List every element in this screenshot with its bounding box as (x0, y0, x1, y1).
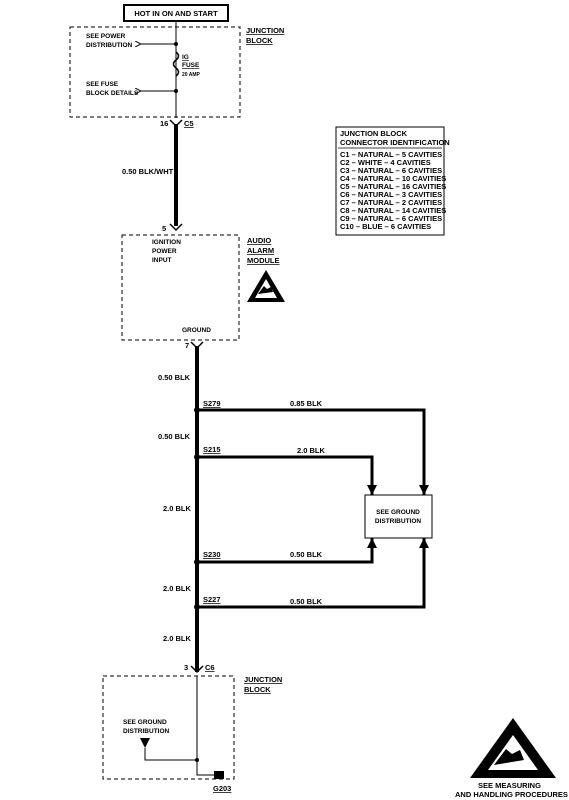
table-row: C10 – BLUE – 6 CAVITIES (340, 222, 431, 231)
module-title-3: MODULE (247, 256, 280, 265)
module-ground-label: GROUND (182, 327, 211, 334)
splice-s230: S230 (203, 550, 221, 559)
fuse-name-2: FUSE (182, 62, 200, 69)
table-row: C9 – NATURAL – 6 CAVITIES (340, 214, 442, 223)
c5-connector: C5 (184, 119, 194, 128)
g203-label: G203 (213, 784, 231, 793)
esd-note-line-2: AND HANDLING PROCEDURES (455, 790, 568, 799)
wire-label-seg2: 0.50 BLK (158, 432, 191, 441)
bottom-ground-ref-1: SEE GROUND (123, 719, 167, 726)
top-block-title-1: JUNCTION (246, 26, 284, 35)
splice-s215: S215 (203, 445, 221, 454)
ground-dist-label-1: SEE GROUND (376, 509, 420, 516)
c5-pin: 16 (160, 119, 168, 128)
table-row: C6 – NATURAL – 3 CAVITIES (340, 190, 442, 199)
splice-s227: S227 (203, 595, 221, 604)
ground-distribution-box: SEE GROUND DISTRIBUTION (364, 485, 433, 548)
wire-label-s227: 0.50 BLK (290, 597, 323, 606)
fuse-details-ref-1: SEE FUSE (86, 81, 119, 88)
table-row: C8 – NATURAL – 14 CAVITIES (340, 206, 446, 215)
top-block-title-2: BLOCK (246, 36, 273, 45)
table-title-1: JUNCTION BLOCK (340, 129, 408, 138)
esd-large-warning-icon (470, 718, 556, 778)
arrow-s230 (367, 538, 377, 548)
arrow-s227 (419, 538, 429, 548)
module-input-1: IGNITION (152, 239, 181, 246)
module-input-2: POWER (152, 248, 177, 255)
wire-label-seg3: 2.0 BLK (163, 504, 192, 513)
fuse-symbol (172, 51, 180, 77)
table-row: C5 – NATURAL – 16 CAVITIES (340, 182, 446, 191)
splice-s279: S279 (203, 399, 221, 408)
table-title-2: CONNECTOR IDENTIFICATION (340, 138, 450, 147)
module-input-3: INPUT (152, 257, 172, 264)
table-row: C2 – WHITE – 4 CAVITIES (340, 158, 431, 167)
wire-label-s215: 2.0 BLK (297, 446, 326, 455)
table-row: C3 – NATURAL – 6 CAVITIES (340, 166, 442, 175)
input-connector-symbol (169, 223, 183, 232)
esd-note: SEE MEASURING AND HANDLING PROCEDURES (455, 718, 568, 799)
connector-id-table: JUNCTION BLOCK CONNECTOR IDENTIFICATION … (335, 126, 450, 236)
table-row: C4 – NATURAL – 10 CAVITIES (340, 174, 446, 183)
feed-wire-label: 0.50 BLK/WHT (122, 167, 174, 176)
ground-dist-label-2: DISTRIBUTION (375, 518, 422, 525)
fuse-name-1: IG (182, 54, 189, 61)
header-label: HOT IN ON AND START (134, 9, 218, 18)
module-title-1: AUDIO (247, 236, 271, 245)
power-dist-ref-1: SEE POWER (86, 33, 126, 40)
arrow-s215 (367, 485, 377, 495)
input-pin: 5 (162, 224, 166, 233)
fuse-rating: 20 AMP (182, 72, 201, 78)
branch-s215-wire (197, 455, 374, 538)
bottom-ground-arrow (140, 738, 150, 748)
branch-s227-wire (197, 538, 426, 609)
ground-pin: 7 (185, 341, 189, 350)
power-dist-ref-2: DISTRIBUTION (86, 42, 133, 49)
c6-connector-symbol (190, 665, 204, 674)
wire-label-s230: 0.50 BLK (290, 550, 323, 559)
wire-label-seg4: 2.0 BLK (163, 584, 192, 593)
table-row: C7 – NATURAL – 2 CAVITIES (340, 198, 442, 207)
c6-connector: C6 (205, 663, 215, 672)
table-row: C1 – NATURAL – 5 CAVITIES (340, 150, 442, 159)
top-junction-block: JUNCTION BLOCK SEE POWER DISTRIBUTION IG… (69, 22, 284, 128)
c6-pin: 3 (184, 663, 188, 672)
arrow-s279 (419, 485, 429, 495)
branch-s230-wire (197, 538, 374, 564)
g203-ground-lug (214, 771, 224, 779)
module-title-2: ALARM (247, 246, 274, 255)
header-label-box: HOT IN ON AND START (123, 4, 229, 22)
fuse-details-ref-2: BLOCK DETAILS (86, 90, 139, 97)
wire-label-s279: 0.85 BLK (290, 399, 323, 408)
bottom-junction-block: JUNCTION BLOCK SEE GROUND DISTRIBUTION G… (102, 675, 282, 793)
bottom-ground-ref-wire (144, 748, 197, 761)
wire-label-seg5: 2.0 BLK (163, 634, 192, 643)
esd-warning-icon (247, 270, 285, 302)
bottom-ground-ref-2: DISTRIBUTION (123, 728, 170, 735)
bottom-block-title-2: BLOCK (244, 685, 271, 694)
esd-note-line-1: SEE MEASURING (478, 781, 541, 790)
wire-label-seg1: 0.50 BLK (158, 373, 191, 382)
audio-alarm-module: IGNITION POWER INPUT GROUND AUDIO ALARM … (121, 234, 285, 341)
bottom-block-title-1: JUNCTION (244, 675, 282, 684)
